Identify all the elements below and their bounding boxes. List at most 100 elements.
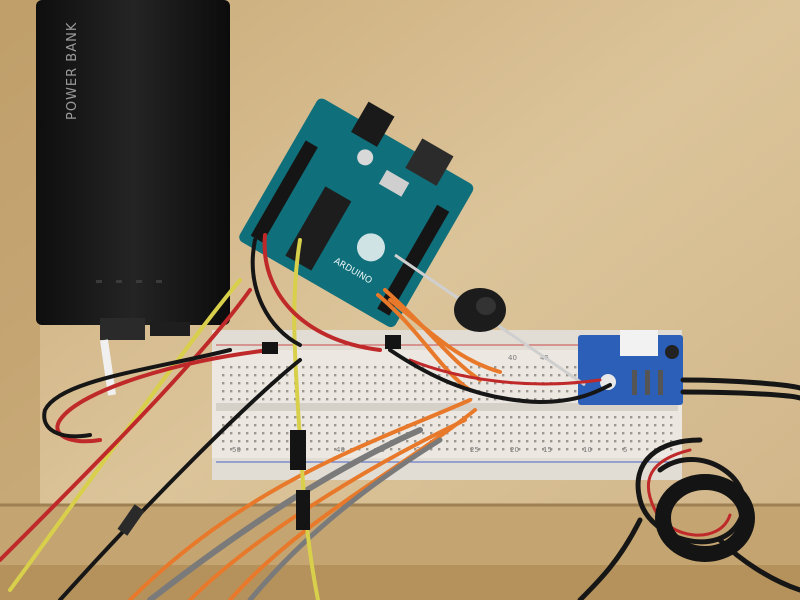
breadboard-hole: [638, 440, 641, 443]
breadboard-hole: [526, 424, 529, 427]
breadboard-hole: [438, 382, 441, 385]
breadboard-hole: [534, 374, 537, 377]
breadboard-hole: [286, 374, 289, 377]
wires: [0, 233, 800, 600]
breadboard-hole: [390, 390, 393, 393]
breadboard-hole: [606, 424, 609, 427]
breadboard-hole: [246, 398, 249, 401]
breadboard-hole: [286, 448, 289, 451]
breadboard-hole: [374, 416, 377, 419]
breadboard-hole: [238, 366, 241, 369]
breadboard-hole: [278, 448, 281, 451]
breadboard-hole: [310, 390, 313, 393]
breadboard-hole: [278, 366, 281, 369]
breadboard-hole: [374, 382, 377, 385]
breadboard-hole: [342, 448, 345, 451]
breadboard-hole: [374, 390, 377, 393]
wire-black: [680, 389, 800, 401]
breadboard-hole: [550, 432, 553, 435]
breadboard-hole: [566, 432, 569, 435]
breadboard-hole: [590, 424, 593, 427]
breadboard-hole: [310, 382, 313, 385]
breadboard-hole: [430, 432, 433, 435]
breadboard-hole: [494, 398, 497, 401]
breadboard-hole: [350, 374, 353, 377]
breadboard-hole: [254, 440, 257, 443]
breadboard-hole: [614, 424, 617, 427]
breadboard-hole: [366, 382, 369, 385]
breadboard-hole: [366, 440, 369, 443]
breadboard-hole: [438, 416, 441, 419]
breadboard-hole: [454, 398, 457, 401]
breadboard-hole: [510, 416, 513, 419]
arduino-logo-mark: [356, 233, 385, 262]
wire-red: [262, 233, 382, 352]
breadboard-hole: [230, 448, 233, 451]
breadboard-hole: [342, 390, 345, 393]
breadboard-hole: [262, 382, 265, 385]
breadboard-hole: [246, 390, 249, 393]
breadboard-hole: [390, 424, 393, 427]
breadboard-hole: [590, 432, 593, 435]
ferrite-core-hole: [476, 297, 496, 315]
breadboard-number-bottom: 25: [470, 446, 479, 454]
breadboard-hole: [310, 424, 313, 427]
breadboard-hole: [462, 440, 465, 443]
breadboard-hole: [326, 366, 329, 369]
breadboard-hole: [534, 432, 537, 435]
breadboard-hole: [494, 366, 497, 369]
breadboard-hole: [550, 398, 553, 401]
breadboard-hole: [542, 432, 545, 435]
breadboard-hole: [662, 432, 665, 435]
breadboard-hole: [582, 424, 585, 427]
breadboard-hole: [670, 440, 673, 443]
breadboard-hole: [446, 390, 449, 393]
breadboard-hole: [358, 398, 361, 401]
breadboard-hole: [310, 366, 313, 369]
breadboard-hole: [366, 448, 369, 451]
breadboard-center-channel: [216, 403, 678, 411]
breadboard-hole: [254, 432, 257, 435]
breadboard-hole: [414, 382, 417, 385]
breadboard-hole: [670, 424, 673, 427]
breadboard-hole: [270, 424, 273, 427]
breadboard-hole: [230, 432, 233, 435]
breadboard-hole: [598, 424, 601, 427]
wire-yellow: [8, 278, 242, 592]
breadboard-hole: [358, 390, 361, 393]
power-bank-label: POWER BANK: [65, 22, 80, 120]
breadboard-hole: [278, 398, 281, 401]
breadboard-hole: [342, 366, 345, 369]
breadboard-hole: [534, 416, 537, 419]
breadboard-hole: [542, 390, 545, 393]
breadboard-hole: [262, 398, 265, 401]
breadboard-hole: [238, 416, 241, 419]
module-pins: [632, 370, 637, 395]
breadboard-hole: [478, 366, 481, 369]
breadboard-number-bottom: 15: [543, 446, 552, 454]
breadboard-hole: [622, 424, 625, 427]
header-right: [377, 204, 450, 316]
breadboard-hole: [310, 448, 313, 451]
breadboard-hole: [430, 390, 433, 393]
wire-orange: [383, 288, 482, 382]
breadboard-hole: [558, 416, 561, 419]
breadboard-hole: [262, 416, 265, 419]
power-bank: POWER BANK: [36, 0, 230, 340]
breadboard-hole: [326, 424, 329, 427]
breadboard-hole: [478, 448, 481, 451]
breadboard-hole: [286, 390, 289, 393]
breadboard-hole: [486, 424, 489, 427]
breadboard-hole: [302, 390, 305, 393]
breadboard-hole: [470, 440, 473, 443]
breadboard-hole: [358, 416, 361, 419]
breadboard-hole: [438, 398, 441, 401]
breadboard-hole: [310, 398, 313, 401]
breadboard-hole: [422, 416, 425, 419]
breadboard-hole: [358, 382, 361, 385]
breadboard-hole: [382, 440, 385, 443]
breadboard-hole: [414, 416, 417, 419]
breadboard-hole: [526, 390, 529, 393]
breadboard-number-top: 40: [508, 354, 517, 362]
breadboard-hole: [566, 390, 569, 393]
